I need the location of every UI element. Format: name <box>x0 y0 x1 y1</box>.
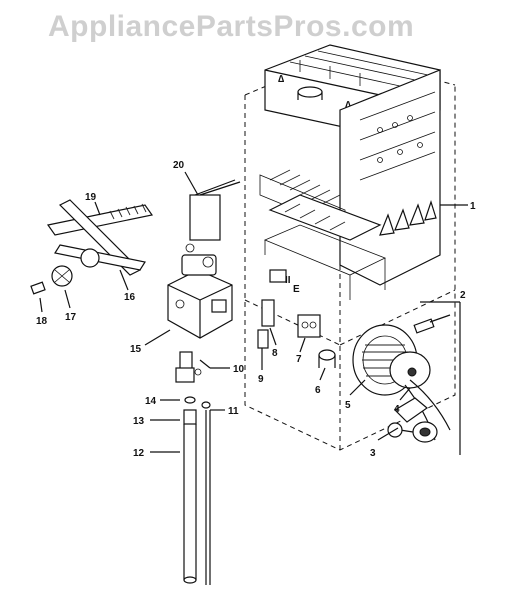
callout-labels: 1 2 3 4 5 6 7 8 9 10 11 12 13 14 15 16 1… <box>36 160 476 459</box>
callout-17: 17 <box>65 312 77 323</box>
callout-16: 16 <box>124 292 136 303</box>
control-components: E II <box>257 269 321 349</box>
svg-text:II: II <box>285 275 291 286</box>
control-module-20 <box>189 179 241 241</box>
callout-18: 18 <box>36 316 48 327</box>
leader-lines <box>39 171 468 455</box>
callout-10: 10 <box>233 364 245 375</box>
callout-13: 13 <box>133 416 145 427</box>
callout-20: 20 <box>173 160 185 171</box>
callout-19: 19 <box>85 192 97 203</box>
callout-1: 1 <box>470 201 476 212</box>
callout-6: 6 <box>315 385 321 396</box>
pilot-assembly <box>175 351 211 585</box>
callout-15: 15 <box>130 344 142 355</box>
callout-3: 3 <box>370 448 376 459</box>
callout-11: 11 <box>228 406 239 417</box>
svg-text:∆: ∆ <box>278 74 284 85</box>
callout-7: 7 <box>296 354 302 365</box>
watermark: AppliancePartsPros.com <box>48 10 415 43</box>
burner-assembly <box>30 199 154 295</box>
callout-8: 8 <box>272 348 278 359</box>
callout-9: 9 <box>258 374 264 385</box>
callout-2: 2 <box>460 290 466 301</box>
svg-text:∆: ∆ <box>345 100 351 111</box>
svg-text:E: E <box>293 284 300 295</box>
inducer-assembly <box>318 314 451 443</box>
heat-exchanger: ∆ ∆ <box>259 44 441 300</box>
callout-5: 5 <box>345 400 351 411</box>
gas-valve <box>167 243 233 339</box>
callout-12: 12 <box>133 448 145 459</box>
callout-14: 14 <box>145 396 157 407</box>
callout-4: 4 <box>394 404 400 415</box>
